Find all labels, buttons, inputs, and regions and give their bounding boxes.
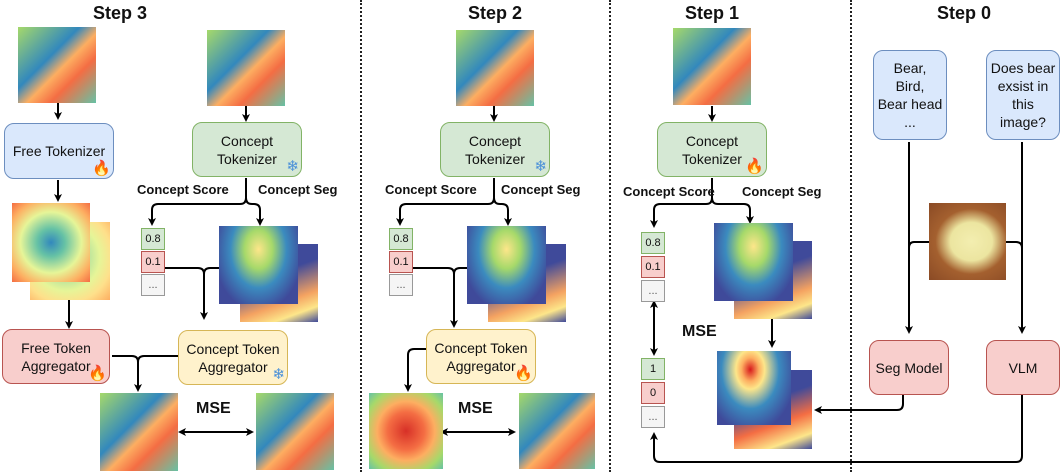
concept-score-label: Concept Score [137,182,229,197]
concept-token-aggregator-line1: Concept Token [434,339,528,356]
mse-label: MSE [458,400,493,417]
step0-title: Step 0 [936,3,992,23]
question-line: this [1012,96,1034,112]
score-cell: 0.8 [141,228,165,250]
target-cell: 0 [641,382,665,404]
concept-item: ... [904,114,916,130]
input-image-free [18,27,96,103]
snowflake-icon: ❄ [534,158,547,175]
score-cell: 0.1 [389,251,413,273]
snowflake-icon: ❄ [286,158,299,175]
divider-step1-step0 [850,0,852,472]
reconstructed-image [369,393,443,469]
reconstructed-image [100,393,178,471]
seg-map-front [467,226,546,304]
score-cell: 0.8 [641,232,665,254]
concept-seg-label: Concept Seg [258,182,338,197]
concept-score-label: Concept Score [623,184,715,199]
free-token-aggregator-line1: Free Token [21,339,91,356]
target-image [519,393,595,469]
free-token-aggregator-box: Free Token Aggregator 🔥 [2,329,110,384]
concept-tokenizer-label-line1: Concept [468,132,522,149]
concept-item: Bear, [893,60,927,76]
step3-title: Step 3 [92,3,148,23]
input-image [456,30,534,106]
mse-label: MSE [196,400,231,417]
input-image [673,28,751,105]
target-cell: ... [641,406,665,428]
seg-map-front [219,226,298,304]
question-line: image? [1000,114,1046,130]
vlm-label: VLM [1008,359,1038,376]
seg-model-label: Seg Model [875,359,943,376]
target-image [256,393,334,470]
free-token-aggregator-line2: Aggregator [21,357,91,374]
step1-title: Step 1 [684,3,740,23]
fire-icon: 🔥 [92,160,111,177]
concept-token-aggregator-box: Concept Token Aggregator 🔥 [426,329,536,384]
fire-icon: 🔥 [745,158,764,175]
concept-tokenizer-box: Concept Tokenizer ❄ [192,122,302,177]
concept-token-aggregator-box: Concept Token Aggregator ❄ [178,330,288,385]
concept-token-aggregator-line1: Concept Token [186,340,280,357]
concept-seg-label: Concept Seg [742,184,822,199]
question-box: Does bear exsist in this image? [986,50,1060,140]
score-cell: 0.1 [641,256,665,278]
fire-icon: 🔥 [88,365,107,382]
score-cell: ... [389,274,413,296]
score-cell: ... [141,274,165,296]
concept-tokenizer-label-line1: Concept [685,132,739,149]
concept-tokenizer-label-line2: Tokenizer [217,150,277,167]
vlm-box: VLM [986,340,1060,395]
concept-item: Bear head [877,96,943,112]
question-line: exsist in [997,78,1049,94]
concept-tokenizer-label-line2: Tokenizer [465,150,525,167]
score-cell: 0.8 [389,228,413,250]
concept-tokenizer-box: Concept Tokenizer 🔥 [657,122,767,177]
target-cell: 1 [641,358,665,380]
concept-tokenizer-label-line1: Concept [220,132,274,149]
divider-step2-step1 [609,0,611,472]
input-image-concept [207,30,285,106]
fire-icon: 🔥 [514,365,533,382]
free-tokenizer-label: Free Tokenizer [12,143,106,159]
concept-list-box: Bear, Bird, Bear head ... [873,50,947,140]
score-cell: ... [641,280,665,302]
concept-token-aggregator-line2: Aggregator [198,358,268,375]
concept-tokenizer-box: Concept Tokenizer ❄ [440,122,550,177]
mse-label: MSE [682,323,717,340]
snowflake-icon: ❄ [272,366,285,383]
score-cell: 0.1 [141,251,165,273]
concept-score-label: Concept Score [385,182,477,197]
concept-tokenizer-label-line2: Tokenizer [682,150,742,167]
concept-token-aggregator-line2: Aggregator [446,357,516,374]
step2-title: Step 2 [467,3,523,23]
teddy-bear-photo [929,203,1006,280]
free-tokenizer-box: Free Tokenizer 🔥 [4,123,114,179]
pseudo-seg-map-front [717,351,791,425]
seg-map-front [714,223,793,301]
concept-seg-label: Concept Seg [501,182,581,197]
free-token-map-front [12,203,90,282]
question-line: Does bear [990,60,1056,76]
divider-step3-step2 [360,0,362,472]
concept-item: Bird, [895,78,925,94]
seg-model-box: Seg Model [869,340,949,395]
